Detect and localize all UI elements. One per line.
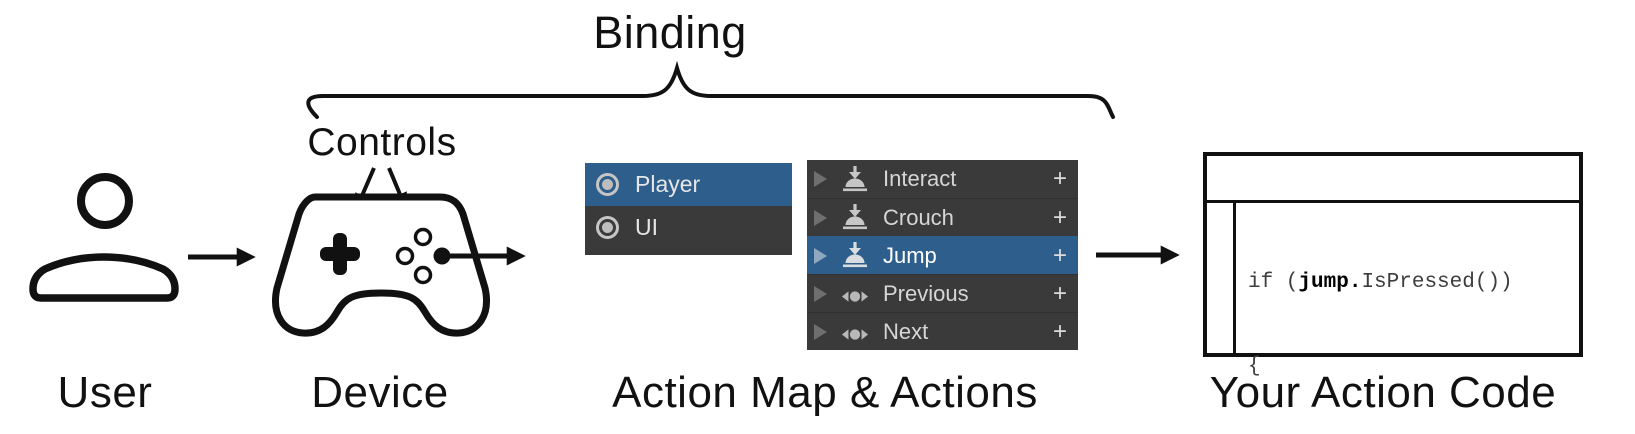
face-buttons-icon — [395, 227, 451, 285]
code-window-body: if (jump.IsPressed()) { // your code } — [1207, 203, 1579, 378]
code-line: if (jump.IsPressed()) — [1248, 271, 1513, 294]
action-item-interact[interactable]: Interact + — [807, 160, 1078, 198]
action-item-label: Jump — [883, 242, 937, 268]
action-code-label: Your Action Code — [1209, 368, 1557, 417]
action-item-crouch[interactable]: Crouch + — [807, 198, 1078, 236]
device-label: Device — [311, 368, 449, 417]
axis-icon — [841, 328, 869, 340]
action-item-jump[interactable]: Jump + — [807, 236, 1078, 274]
gamepad-icon — [272, 193, 490, 337]
foldout-triangle-icon[interactable] — [814, 323, 827, 340]
foldout-triangle-icon[interactable] — [814, 247, 827, 264]
code-window-titlebar — [1207, 156, 1579, 203]
code-line: { — [1248, 355, 1261, 378]
foldout-triangle-icon[interactable] — [814, 171, 827, 187]
foldout-triangle-icon[interactable] — [814, 285, 827, 302]
code-window-gutter — [1207, 203, 1236, 357]
add-binding-button[interactable]: + — [1052, 241, 1067, 269]
binding-brace — [306, 60, 1115, 119]
action-item-next[interactable]: Next + — [807, 312, 1078, 350]
button-press-icon — [843, 242, 867, 268]
add-binding-button[interactable]: + — [1052, 317, 1067, 345]
add-binding-button[interactable]: + — [1052, 165, 1067, 192]
dpad-icon — [320, 233, 360, 275]
action-map-panel: Player UI — [585, 163, 792, 255]
code-window: if (jump.IsPressed()) { // your code } — [1203, 152, 1583, 378]
foldout-triangle-icon[interactable] — [814, 209, 827, 226]
button-press-icon — [843, 165, 867, 191]
action-map-icon — [596, 216, 619, 239]
action-map-item-label: UI — [635, 214, 658, 240]
add-binding-button[interactable]: + — [1052, 203, 1067, 231]
axis-icon — [841, 290, 869, 302]
action-item-label: Next — [883, 318, 929, 344]
action-map-item-label: Player — [635, 171, 701, 197]
action-item-label: Crouch — [883, 204, 954, 230]
controls-label: Controls — [307, 121, 457, 164]
action-map-label: Action Map & Actions — [612, 368, 1038, 417]
jump-action-reference: jump. — [1298, 271, 1362, 294]
binding-label: Binding — [593, 7, 747, 58]
action-map-item-player[interactable]: Player — [585, 163, 792, 206]
user-icon — [29, 173, 179, 302]
action-item-label: Previous — [883, 280, 969, 306]
action-map-icon — [596, 173, 619, 196]
action-map-item-ui[interactable]: UI — [585, 206, 792, 249]
action-item-previous[interactable]: Previous + — [807, 274, 1078, 312]
user-label: User — [57, 368, 153, 417]
button-press-icon — [843, 204, 867, 230]
action-item-label: Interact — [883, 166, 957, 191]
actions-panel: Interact + Crouch + Jump + — [807, 160, 1078, 350]
add-binding-button[interactable]: + — [1052, 279, 1067, 307]
code-snippet: if (jump.IsPressed()) { // your code } — [1248, 213, 1513, 434]
